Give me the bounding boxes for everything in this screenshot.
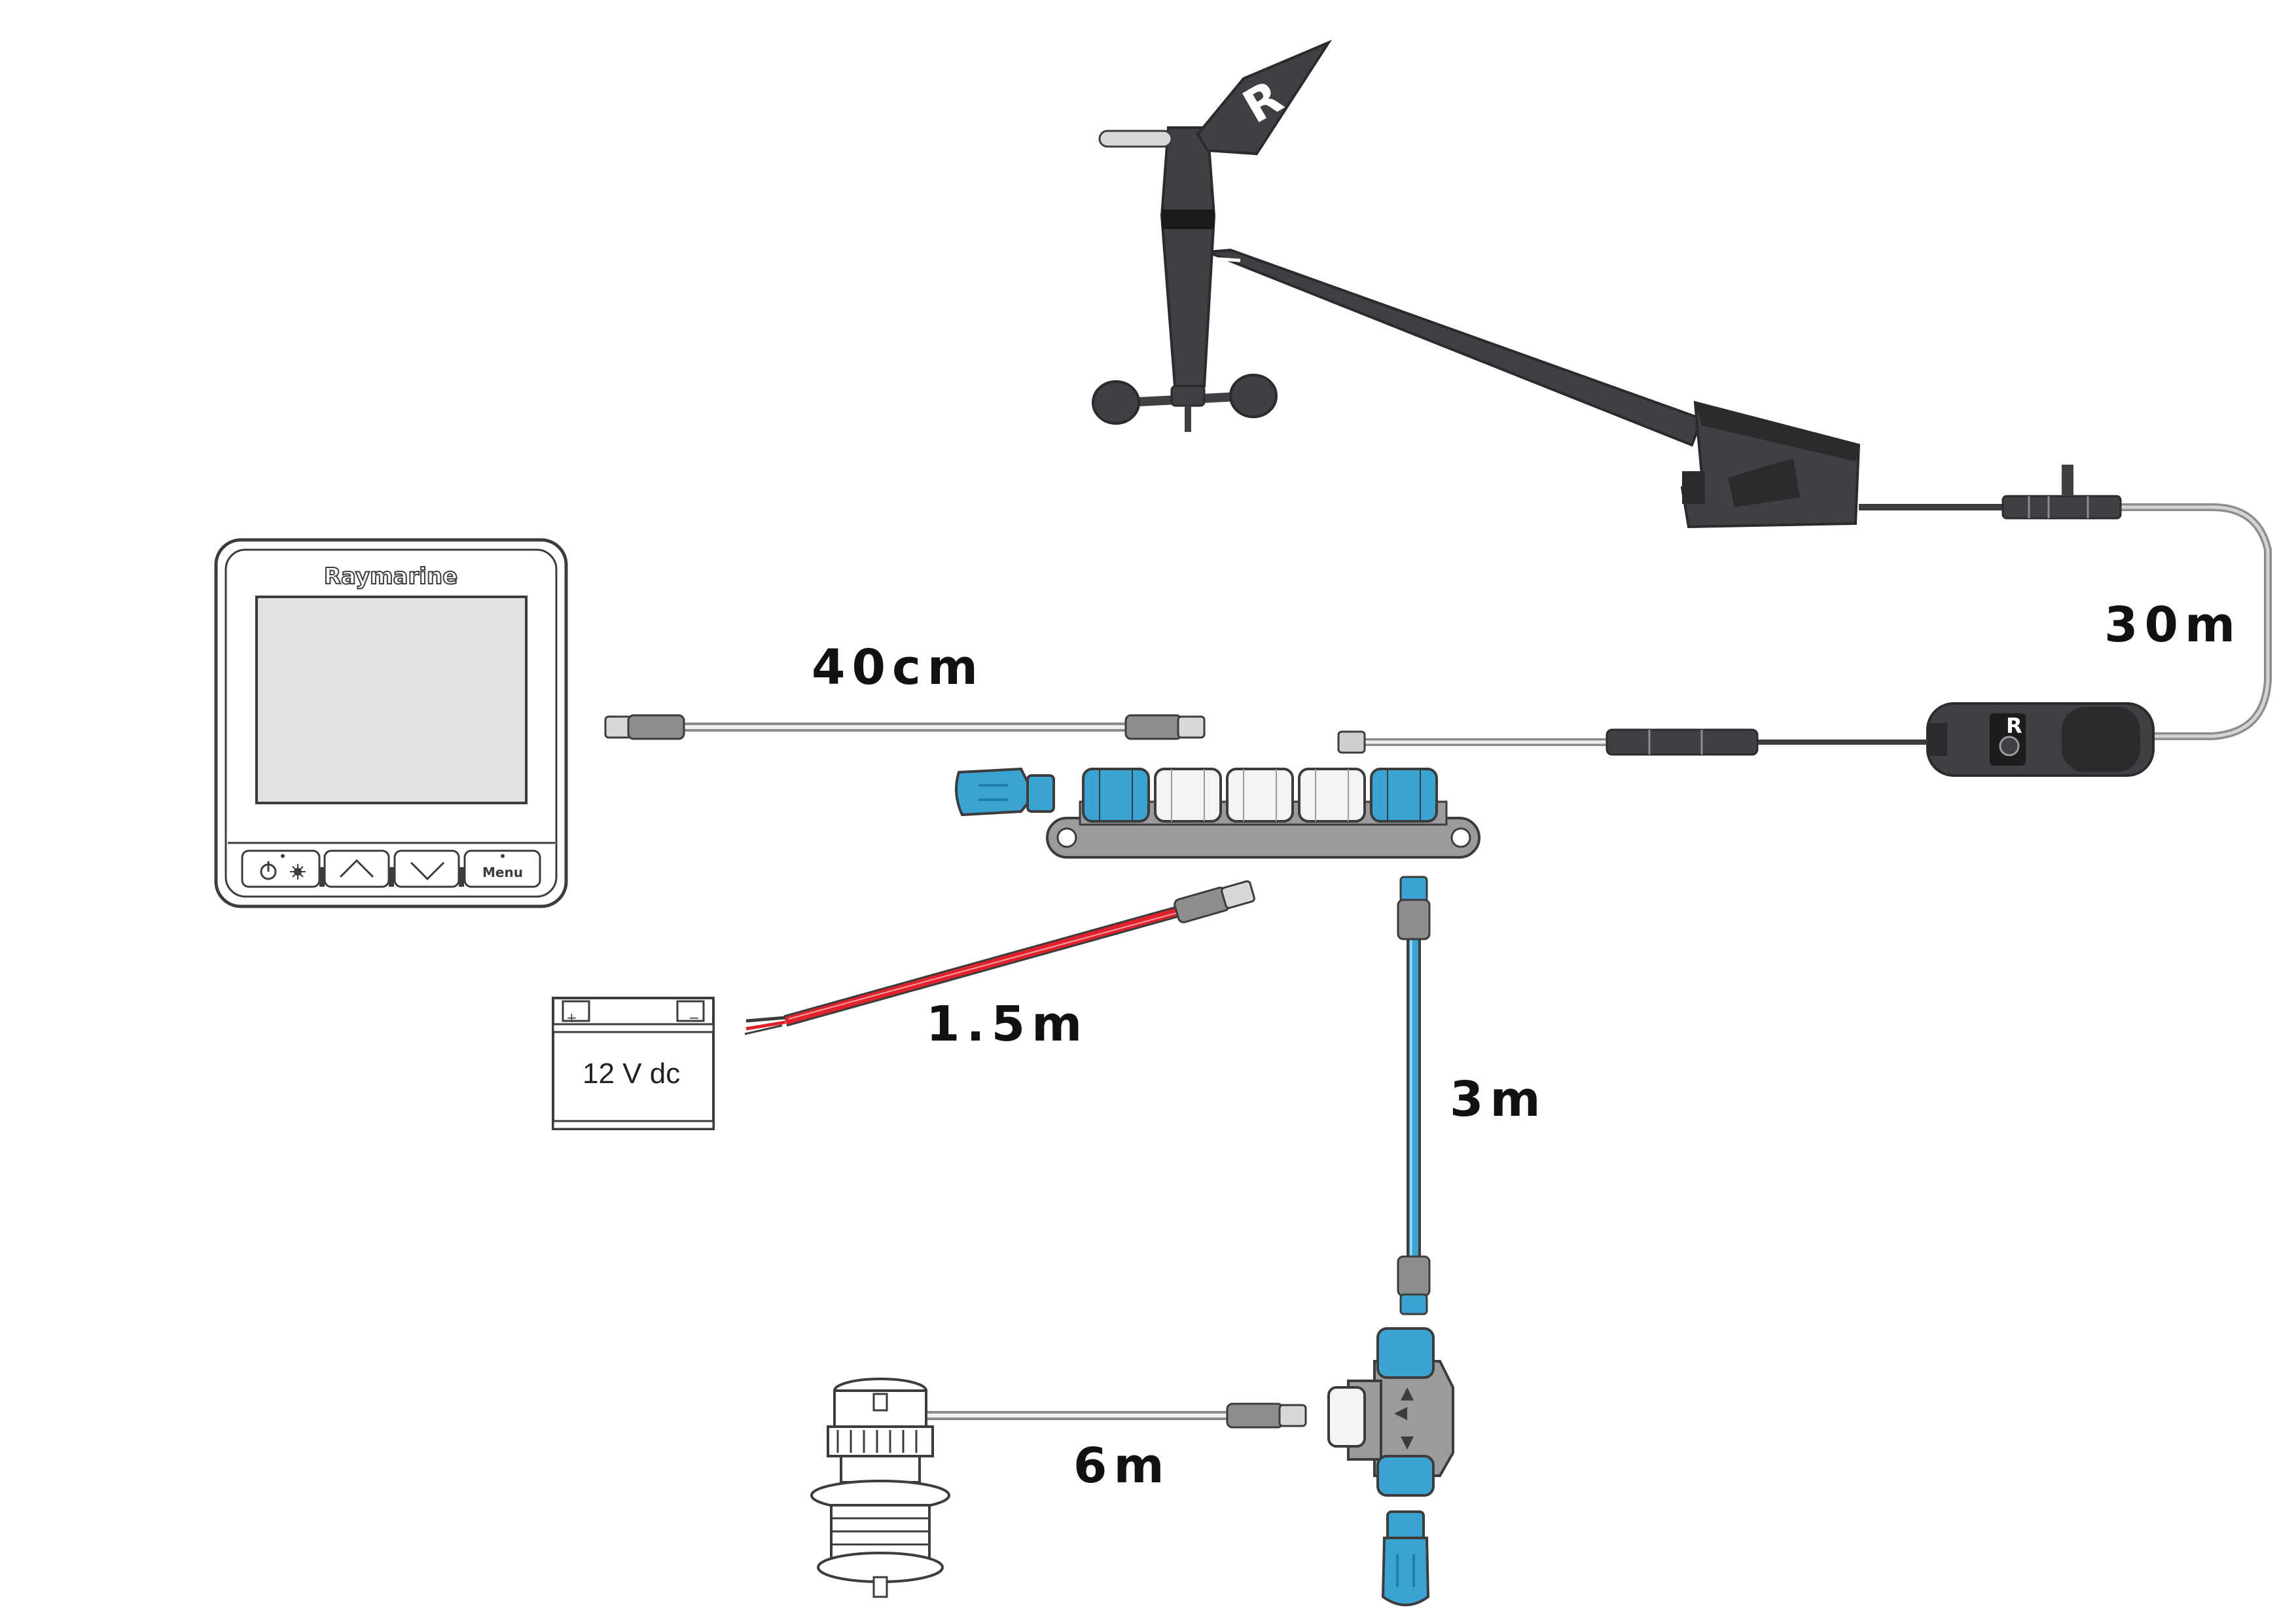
transducer-cable-6m: [916, 1402, 1307, 1429]
wind-interface-box: R: [1926, 702, 2155, 777]
menu-button[interactable]: [463, 849, 541, 888]
battery-minus: −: [689, 1010, 700, 1026]
backbone-connector-block: [1046, 768, 1480, 859]
battery-12v: + − 12 V dc: [552, 997, 715, 1130]
power-cable-1-5m: [744, 880, 1255, 1035]
chevron-down-icon: [410, 861, 445, 881]
wind-vane-transducer: R: [1092, 39, 1861, 529]
backbone-port-blue-right[interactable]: [1370, 768, 1438, 823]
mast-cable-length-label: 30m: [2104, 597, 2242, 653]
spur-port-1[interactable]: [1154, 768, 1222, 823]
up-button[interactable]: [323, 849, 390, 888]
down-button[interactable]: [393, 849, 460, 888]
through-hull-transducer: [810, 1378, 950, 1598]
backbone-terminator-bottom: [1381, 1510, 1430, 1607]
instrument-display: Raymarine Menu: [214, 538, 568, 908]
backbone-cable-3m: [1397, 876, 1431, 1315]
backbone-terminator-left: [955, 767, 1055, 817]
power-cable-length-label: 1.5m: [926, 996, 1088, 1052]
interface-to-backbone-cable: [1337, 728, 1928, 756]
display-brand-text: Raymarine: [324, 563, 457, 590]
battery-plus: +: [566, 1010, 577, 1026]
spur-cable-40cm: [604, 714, 1206, 740]
t-piece-connector: [1327, 1327, 1454, 1497]
spur-port-2[interactable]: [1226, 768, 1294, 823]
chevron-up-icon: [339, 859, 374, 878]
backbone-port-blue-left[interactable]: [1082, 768, 1150, 823]
display-screen: [255, 596, 528, 804]
power-brightness-button[interactable]: [241, 849, 321, 888]
brightness-icon: [290, 864, 306, 880]
mast-cable-30m: [1859, 465, 2272, 740]
backbone-cable-length-label: 3m: [1450, 1071, 1547, 1128]
menu-button-label: Menu: [482, 865, 523, 880]
power-icon: [260, 861, 277, 880]
battery-voltage-label: 12 V dc: [583, 1058, 680, 1090]
transducer-cable-length-label: 6m: [1073, 1438, 1171, 1494]
spur-cable-length-label: 40cm: [812, 639, 984, 696]
spur-port-3[interactable]: [1298, 768, 1366, 823]
interface-box-logo-text: R: [2006, 713, 2022, 738]
